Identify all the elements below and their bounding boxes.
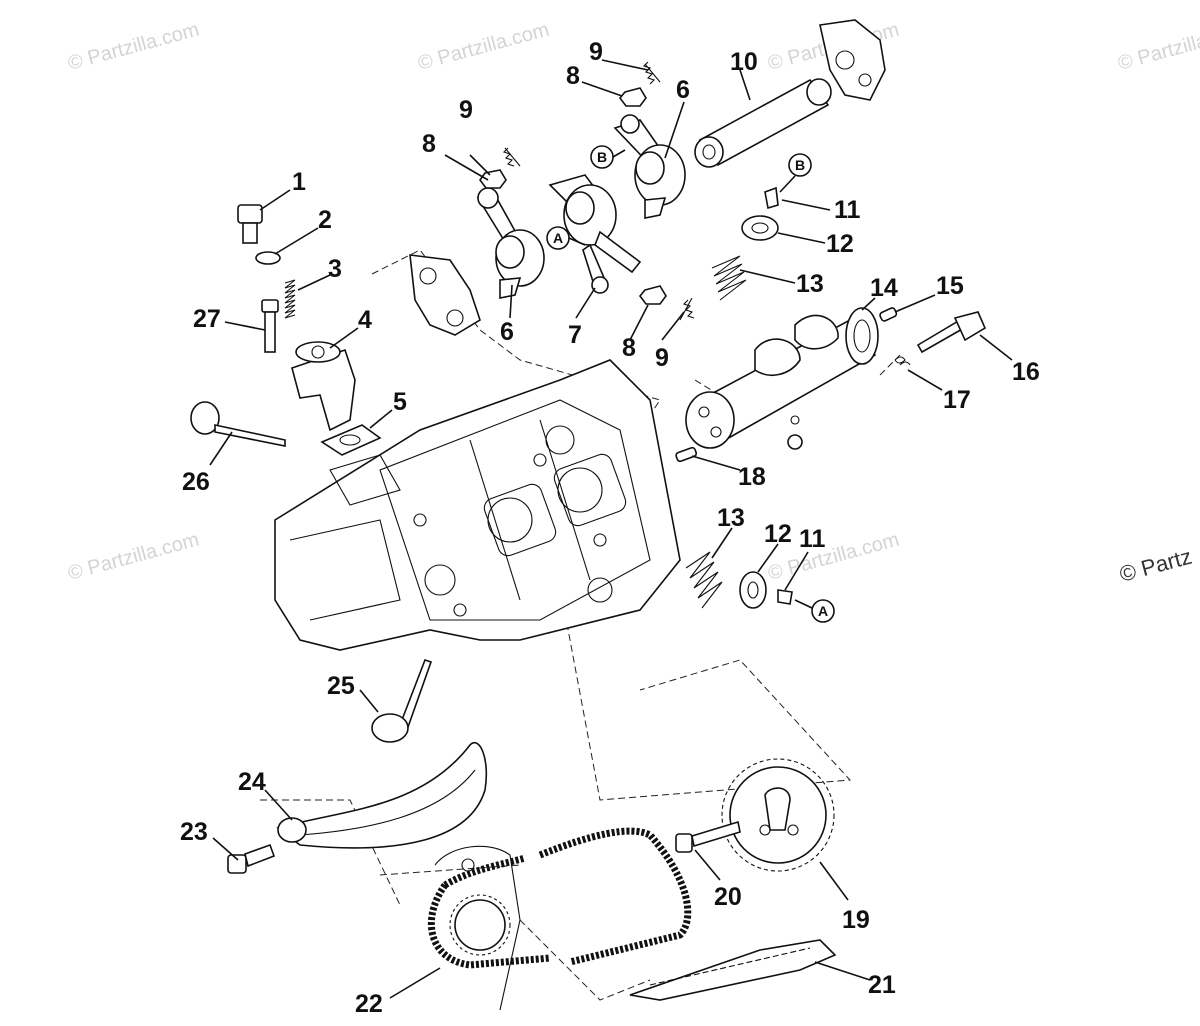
washer-2 bbox=[255, 251, 281, 265]
pin-15 bbox=[879, 307, 898, 322]
callout-16: 16 bbox=[1012, 358, 1040, 386]
reference-marker-a-label: A bbox=[818, 603, 828, 619]
callout-5: 5 bbox=[393, 388, 407, 416]
callout-6: 6 bbox=[500, 318, 514, 346]
pin-18 bbox=[675, 446, 698, 463]
callout-12: 12 bbox=[764, 520, 792, 548]
cam-chain-tensioner bbox=[291, 341, 356, 432]
watermark: © Partzilla.com bbox=[66, 19, 202, 75]
reference-marker-a-label: A bbox=[553, 230, 563, 246]
callouts: 1 2 3 4 5 6 6 7 8 8 8 9 9 9 10 11 11 12 … bbox=[180, 38, 1040, 1018]
reference-marker-a bbox=[811, 599, 835, 623]
watermark: © Partzilla.com bbox=[66, 529, 202, 585]
callout-18: 18 bbox=[738, 463, 766, 491]
camshaft-14 bbox=[685, 307, 879, 450]
callout-13: 13 bbox=[796, 270, 824, 298]
adjuster-screws bbox=[479, 61, 695, 321]
callout-14: 14 bbox=[870, 274, 898, 302]
callout-10: 10 bbox=[730, 48, 758, 76]
callout-19: 19 bbox=[842, 906, 870, 934]
callout-8: 8 bbox=[566, 62, 580, 90]
callout-1: 1 bbox=[292, 168, 306, 196]
bolt-1 bbox=[237, 204, 263, 244]
assembly-line bbox=[519, 919, 651, 1001]
watermark: © Partzilla.com bbox=[1116, 19, 1200, 75]
chain-guide-21 bbox=[629, 939, 837, 1001]
assembly-line bbox=[260, 799, 401, 906]
valve-spring-set-lower bbox=[685, 551, 793, 609]
rocker-arm-left bbox=[476, 187, 545, 299]
callout-26: 26 bbox=[182, 468, 210, 496]
rocker-arm-center bbox=[548, 174, 642, 294]
rocker-bracket-right bbox=[819, 19, 886, 101]
spring-17 bbox=[894, 356, 911, 366]
callout-17: 17 bbox=[943, 386, 971, 414]
bolt-23 bbox=[227, 843, 276, 874]
rocker-bracket-left bbox=[409, 254, 481, 336]
tensioner-blade-24 bbox=[276, 742, 488, 849]
reference-marker-b-label: B bbox=[795, 157, 805, 173]
valve-spring-set-upper bbox=[711, 186, 779, 301]
valve-25 bbox=[371, 658, 433, 743]
reference-marker-b-label: B bbox=[597, 149, 607, 165]
gasket-5 bbox=[320, 424, 382, 456]
cylinder-head bbox=[274, 359, 681, 651]
watermark-side: © Partz bbox=[1117, 544, 1195, 587]
callout-11: 11 bbox=[834, 196, 861, 224]
bolt-27 bbox=[261, 299, 279, 353]
reference-markers: A A B B bbox=[546, 145, 835, 623]
callout-4: 4 bbox=[358, 306, 372, 334]
cam-chain-22 bbox=[427, 827, 692, 1011]
bolt-20 bbox=[675, 820, 741, 853]
rocker-shaft-10 bbox=[694, 78, 832, 168]
valve-26 bbox=[190, 401, 286, 447]
callout-9: 9 bbox=[459, 96, 473, 124]
callout-8: 8 bbox=[422, 130, 436, 158]
callout-22: 22 bbox=[355, 990, 383, 1018]
callout-24: 24 bbox=[238, 768, 266, 796]
callout-2: 2 bbox=[318, 206, 332, 234]
cam-sprocket-19 bbox=[721, 758, 835, 872]
callout-12: 12 bbox=[826, 230, 854, 258]
callout-23: 23 bbox=[180, 818, 208, 846]
callout-13: 13 bbox=[717, 504, 745, 532]
callout-3: 3 bbox=[328, 255, 342, 283]
spring-3 bbox=[284, 279, 296, 319]
callout-21: 21 bbox=[868, 971, 896, 999]
callout-9: 9 bbox=[589, 38, 603, 66]
callout-27: 27 bbox=[193, 305, 221, 333]
callout-15: 15 bbox=[936, 272, 964, 300]
callout-20: 20 bbox=[714, 883, 742, 911]
decompressor-16 bbox=[916, 311, 987, 354]
reference-marker-b bbox=[788, 153, 812, 177]
watermark: © Partzilla.com bbox=[416, 19, 552, 75]
callout-7: 7 bbox=[568, 321, 582, 349]
callout-6: 6 bbox=[676, 76, 690, 104]
rocker-arm-right bbox=[613, 114, 686, 219]
callout-8: 8 bbox=[622, 334, 636, 362]
leader-lines bbox=[209, 59, 1013, 999]
callout-25: 25 bbox=[327, 672, 355, 700]
callout-9: 9 bbox=[655, 344, 669, 372]
callout-11: 11 bbox=[799, 525, 826, 553]
